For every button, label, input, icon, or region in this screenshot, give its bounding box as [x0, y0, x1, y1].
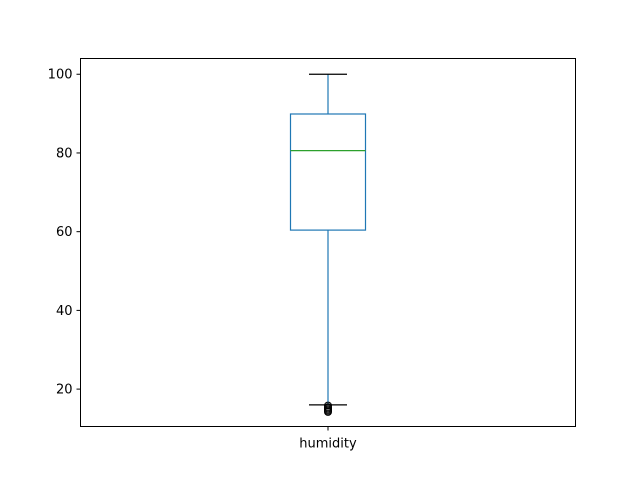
y-tick-label: 60	[56, 225, 73, 240]
y-tick-label: 80	[56, 146, 73, 161]
plot-layer	[289, 73, 367, 416]
y-tick-label: 40	[56, 304, 73, 319]
x-tick-label: humidity	[299, 437, 357, 452]
axis-layer: humidity 20 40 60 80 100	[48, 68, 357, 452]
y-tick-label: 20	[56, 383, 73, 398]
y-tick-label: 100	[48, 68, 73, 83]
iqr-box	[289, 113, 367, 231]
outlier-point	[324, 407, 332, 416]
